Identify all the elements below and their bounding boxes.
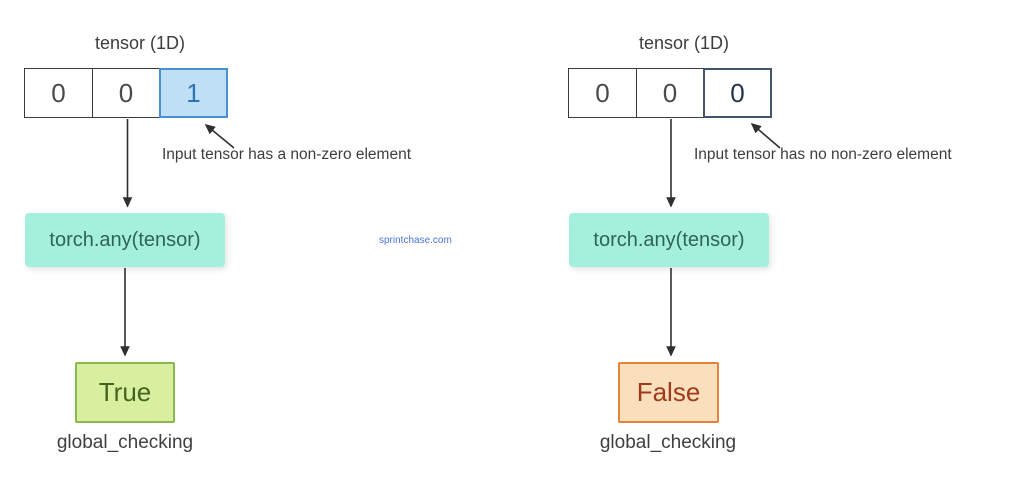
tensor-cell: 0 bbox=[91, 68, 161, 118]
annotation-text: Input tensor has no non-zero element bbox=[694, 146, 952, 163]
function-box: torch.any(tensor) bbox=[569, 213, 769, 267]
result-box-true: True bbox=[75, 362, 175, 423]
annotation-arrow-icon bbox=[750, 122, 781, 149]
result-box-false: False bbox=[618, 362, 719, 423]
tensor-array: 0 0 1 bbox=[24, 68, 228, 118]
tensor-title: tensor (1D) bbox=[638, 33, 730, 53]
tensor-cell: 0 bbox=[568, 68, 637, 118]
tensor-cell: 0 bbox=[24, 68, 93, 118]
tensor-array: 0 0 0 bbox=[568, 68, 772, 118]
caption-global-checking: global_checking bbox=[599, 432, 737, 453]
function-box: torch.any(tensor) bbox=[25, 213, 225, 267]
tensor-cell-highlighted: 0 bbox=[703, 68, 772, 118]
watermark-text: sprintchase.com bbox=[379, 235, 452, 246]
annotation-text: Input tensor has a non-zero element bbox=[162, 146, 412, 163]
tensor-title: tensor (1D) bbox=[94, 33, 186, 53]
annotation-arrow-icon bbox=[204, 123, 235, 149]
tensor-cell-highlighted: 1 bbox=[159, 68, 228, 118]
caption-global-checking: global_checking bbox=[56, 432, 194, 453]
tensor-cell: 0 bbox=[635, 68, 705, 118]
